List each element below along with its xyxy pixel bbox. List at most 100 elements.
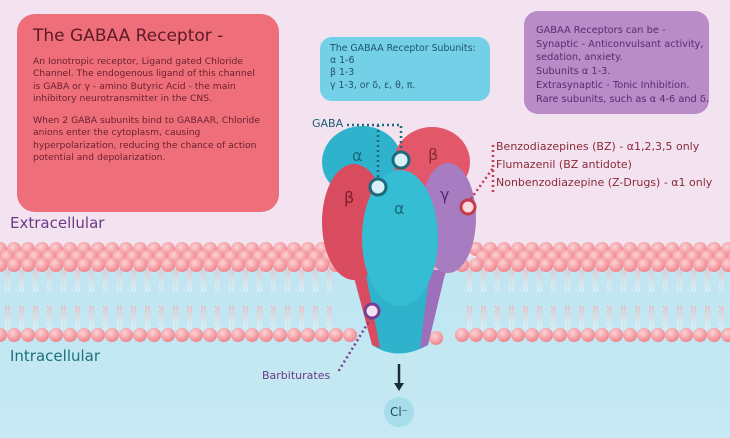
lipid-head xyxy=(105,258,119,272)
lipid-tail xyxy=(581,267,585,293)
lipid-tail xyxy=(245,305,249,331)
lipid-tail xyxy=(273,267,277,293)
info-box: The GABAA Receptor - An Ionotropic recep… xyxy=(17,14,279,212)
lipid-head xyxy=(539,328,553,342)
lipid-head xyxy=(497,328,511,342)
lipid-tail xyxy=(203,305,207,331)
lipid-head xyxy=(525,258,539,272)
lipid-tail xyxy=(606,267,610,293)
lipid-tail xyxy=(329,305,333,331)
lipid-head xyxy=(595,328,609,342)
lipid-tail xyxy=(270,267,274,293)
lipid-tail xyxy=(690,267,694,293)
lipid-tail xyxy=(550,267,554,293)
lipid-head xyxy=(0,258,7,272)
lipid-head xyxy=(217,328,231,342)
lipid-tail xyxy=(88,267,92,293)
types-line: Extrasynaptic - Tonic Inhibition. xyxy=(536,79,690,91)
lipid-tail xyxy=(620,267,624,293)
lipid-head xyxy=(175,328,189,342)
lipid-head xyxy=(301,328,315,342)
lipid-tail xyxy=(91,267,95,293)
lipid-tail xyxy=(147,267,151,293)
barbiturate-binding-site xyxy=(363,302,381,320)
lipid-tail xyxy=(49,305,53,331)
lipid-head xyxy=(119,258,133,272)
lipid-tail xyxy=(242,305,246,331)
lipid-head xyxy=(21,258,35,272)
benzodiazepines-label: Benzodiazepines (BZ) - α1,2,3,5 only xyxy=(496,140,700,153)
lipid-tail xyxy=(287,267,291,293)
lipid-tail xyxy=(564,305,568,331)
lipid-tail xyxy=(539,305,543,331)
lipid-head xyxy=(147,328,161,342)
lipid-tail xyxy=(592,305,596,331)
lipid-tail xyxy=(466,267,470,293)
lipid-tail xyxy=(7,267,11,293)
lipid-head xyxy=(35,328,49,342)
lipid-head xyxy=(91,328,105,342)
lipid-head xyxy=(329,328,343,342)
lipid-tail xyxy=(214,267,218,293)
lipid-head xyxy=(133,258,147,272)
lipid-tail xyxy=(32,305,36,331)
lipid-tail xyxy=(637,305,641,331)
lipid-tail xyxy=(102,267,106,293)
lipid-head xyxy=(315,328,329,342)
types-line: Subunits α 1-3. xyxy=(536,66,611,78)
lipid-head xyxy=(567,328,581,342)
lipid-head xyxy=(707,258,721,272)
lipid-tail xyxy=(315,267,319,293)
lipid-head xyxy=(721,258,730,272)
lipid-tail xyxy=(256,267,260,293)
symbol-beta-left: β xyxy=(344,188,354,207)
lipid-tail xyxy=(508,267,512,293)
lipid-tail xyxy=(704,267,708,293)
lipid-head xyxy=(581,258,595,272)
lipid-head xyxy=(567,258,581,272)
lipid-tail xyxy=(704,305,708,331)
lipid-tail xyxy=(315,305,319,331)
lipid-head xyxy=(161,258,175,272)
types-line: Synaptic - Anticonvulsant activity, xyxy=(536,38,704,50)
lipid-tail xyxy=(18,267,22,293)
lipid-tail xyxy=(158,267,162,293)
lipid-head xyxy=(511,328,525,342)
lipid-head xyxy=(651,258,665,272)
lipid-head xyxy=(301,258,315,272)
lipid-tail xyxy=(77,267,81,293)
lipid-tail xyxy=(273,305,277,331)
lipid-tail xyxy=(539,267,543,293)
lipid-head xyxy=(483,328,497,342)
info-paragraph-1: An Ionotropic receptor, Ligand gated Chl… xyxy=(33,56,255,104)
lipid-tail xyxy=(133,305,137,331)
lipid-tail xyxy=(298,267,302,293)
lipid-tail xyxy=(494,267,498,293)
lipid-head xyxy=(469,328,483,342)
lipid-head xyxy=(287,328,301,342)
lipid-head xyxy=(7,328,21,342)
chloride-ion: Cl⁻ xyxy=(384,397,414,427)
lipid-tail xyxy=(119,267,123,293)
lipid-head xyxy=(245,328,259,342)
lipid-head xyxy=(175,258,189,272)
gaba-connector xyxy=(347,123,403,152)
lipid-tail xyxy=(256,305,260,331)
lipid-tail xyxy=(483,267,487,293)
lipid-tail xyxy=(32,267,36,293)
lipid-head xyxy=(287,258,301,272)
lipid-head xyxy=(273,328,287,342)
lipid-tail xyxy=(623,267,627,293)
lipid-head xyxy=(7,258,21,272)
gaba-label: GABA xyxy=(312,117,344,130)
lipid-tail xyxy=(651,267,655,293)
lipid-head xyxy=(693,258,707,272)
lipid-tail xyxy=(326,267,330,293)
lipid-tail xyxy=(676,305,680,331)
lipid-head xyxy=(259,328,273,342)
lipid-tail xyxy=(536,267,540,293)
types-line: sedation, anxiety. xyxy=(536,52,623,64)
lipid-tail xyxy=(175,305,179,331)
bz-connector xyxy=(466,167,495,204)
lipid-tail xyxy=(18,305,22,331)
